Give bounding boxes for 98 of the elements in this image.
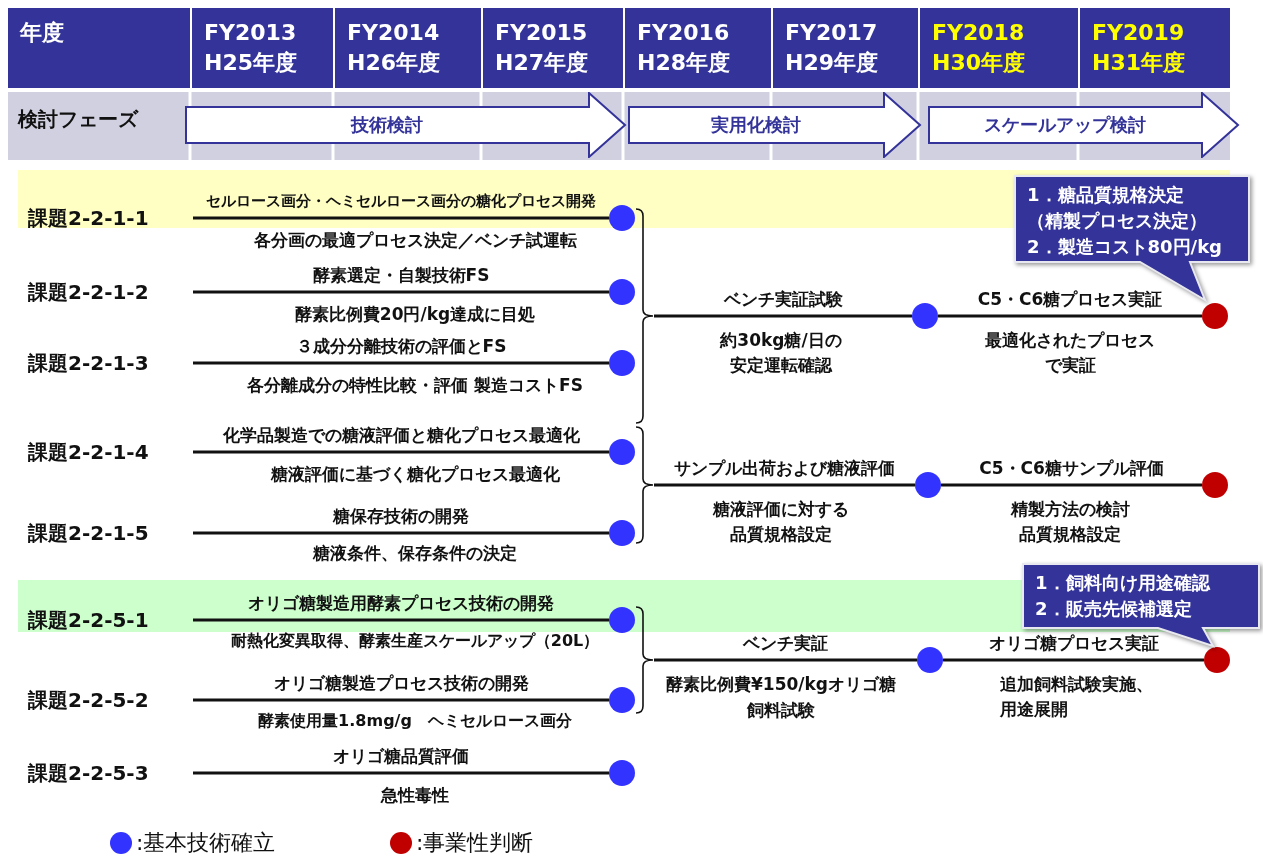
timeline-line [654,658,917,662]
edge-label: セルロース画分・ヘミセルロース画分の糖化プロセス開発 [206,191,596,212]
note-text: 酵素比例費20円/kg達成に目処 [294,303,536,326]
callout-text: 1．糖品質規格決定 [1026,183,1185,207]
task-label: 課題2-2-5-3 [28,758,193,788]
timeline-line [193,618,609,622]
milestone-dot [917,647,943,673]
year-text: FY2013 [204,19,298,47]
milestone-dot [609,439,635,465]
milestone-dot [915,472,941,498]
timeline-line [193,531,609,535]
edge-label: ３成分分離技術の評価とFS [295,335,507,358]
milestone-dot [609,279,635,305]
year-header-cell [335,8,481,88]
callout-text: 1．飼料向け用途確認 [1034,571,1210,595]
year-text: FY2014 [347,19,441,47]
edge-label: オリゴ糖製造用酵素プロセス技術の開発 [248,592,554,615]
legend-text: :基本技術確立 [136,829,276,857]
task-label: 課題2-2-5-2 [28,685,193,715]
task-label: 課題2-2-1-4 [28,437,193,467]
year-text: H25年度 [204,49,299,77]
timeline-line [943,658,1204,662]
year-text: H28年度 [637,49,732,77]
year-header-cell [920,8,1078,88]
note-text: 酵素使用量1.8mg/g ヘミセルロース画分 [258,710,572,732]
task-label: 課題2-2-1-3 [28,348,193,378]
year-header-cell [192,8,333,88]
year-text: FY2017 [785,19,879,47]
edge-label: オリゴ糖製造プロセス技術の開発 [273,672,529,695]
year-text: H29年度 [785,49,880,77]
year-text: FY2019 [1092,19,1186,47]
task-label: 課題2-2-1-5 [28,518,193,548]
edge-label: サンプル出荷および糖液評価 [674,457,895,480]
note-text: 糖液評価に対する品質規格設定 [711,498,850,546]
callout-text: （精製プロセス決定） [1026,209,1208,233]
phase-text: スケールアップ検討 [983,113,1147,137]
callout-text: 2．製造コスト80円/kg [1026,235,1222,259]
edge-label: C5・C6糖プロセス実証 [977,288,1163,311]
edge-label: オリゴ糖品質評価 [333,745,469,768]
year-header-cell [483,8,623,88]
timeline-line [193,698,609,702]
note-text: 急性毒性 [381,784,449,807]
edge-label: 酵素選定・自製技術FS [312,264,490,287]
timeline-line [654,483,915,487]
note-text: 酵素比例費¥150/kgオリゴ糖 [666,673,896,696]
note-text: 各分画の最適プロセス決定／ベンチ試運転 [253,229,577,252]
milestone-dot [609,520,635,546]
year-text: H26年度 [347,49,442,77]
legend-text: :事業性判断 [416,829,534,857]
edge-label: 糖保存技術の開発 [333,505,469,528]
note-text: 耐熱化変異取得、酵素生産スケールアップ（20L） [230,630,600,652]
year-header-cell [625,8,771,88]
year-text: FY2015 [495,19,589,47]
timeline-line [193,450,609,454]
note-text: 飼料試験 [747,699,815,722]
year-text: H27年度 [495,49,590,77]
timeline-line [193,361,609,365]
year-text: FY2018 [932,19,1026,47]
phase-text: 実用化検討 [710,113,802,137]
year-header-cell [8,8,190,88]
year-header-cell [773,8,918,88]
timeline-line [193,290,609,294]
note-text: 糖液条件、保存条件の決定 [313,542,517,565]
milestone-dot [609,687,635,713]
task-label: 課題2-2-1-2 [28,277,193,307]
timeline-line [193,216,609,220]
year-header-cell [1080,8,1230,88]
milestone-dot [1202,303,1228,329]
note-text: 最適化されたプロセスで実証 [984,329,1156,377]
milestone-dot [912,303,938,329]
task-label: 課題2-2-5-1 [28,605,193,635]
milestone-dot [1202,472,1228,498]
task-label: 課題2-2-1-1 [28,203,193,233]
edge-label: ベンチ実証試験 [723,288,843,311]
timeline-line [941,483,1202,487]
milestone-dot [1204,647,1230,673]
note-text: 追加飼料試験実施、用途展開 [1000,673,1154,721]
year-text: H31年度 [1092,49,1187,77]
note-text: 糖液評価に基づく糖化プロセス最適化 [270,463,560,486]
row-header: 検討フェーズ [18,107,138,131]
milestone-dot [609,350,635,376]
milestone-dot [609,760,635,786]
edge-label: オリゴ糖プロセス実証 [988,632,1159,655]
note-text: 精製方法の検討 [1010,498,1130,521]
note-text: 品質規格設定 [1019,523,1121,546]
edge-label: 化学品製造での糖液評価と糖化プロセス最適化 [222,424,580,447]
edge-label: C5・C6糖サンプル評価 [979,457,1164,480]
note-text: 約30kg糖/日の安定運転確認 [718,329,843,377]
year-text: FY2016 [637,19,731,47]
timeline-line [938,314,1202,318]
timeline-line [654,314,912,318]
year-text: 年度 [20,19,65,47]
callout-text: 2．販売先候補選定 [1034,597,1193,621]
year-text: H30年度 [932,49,1027,77]
edge-label: ベンチ実証 [743,632,828,655]
note-text: 各分離成分の特性比較・評価 製造コストFS [247,374,583,397]
timeline-line [193,771,609,775]
phase-text: 技術検討 [349,113,424,137]
